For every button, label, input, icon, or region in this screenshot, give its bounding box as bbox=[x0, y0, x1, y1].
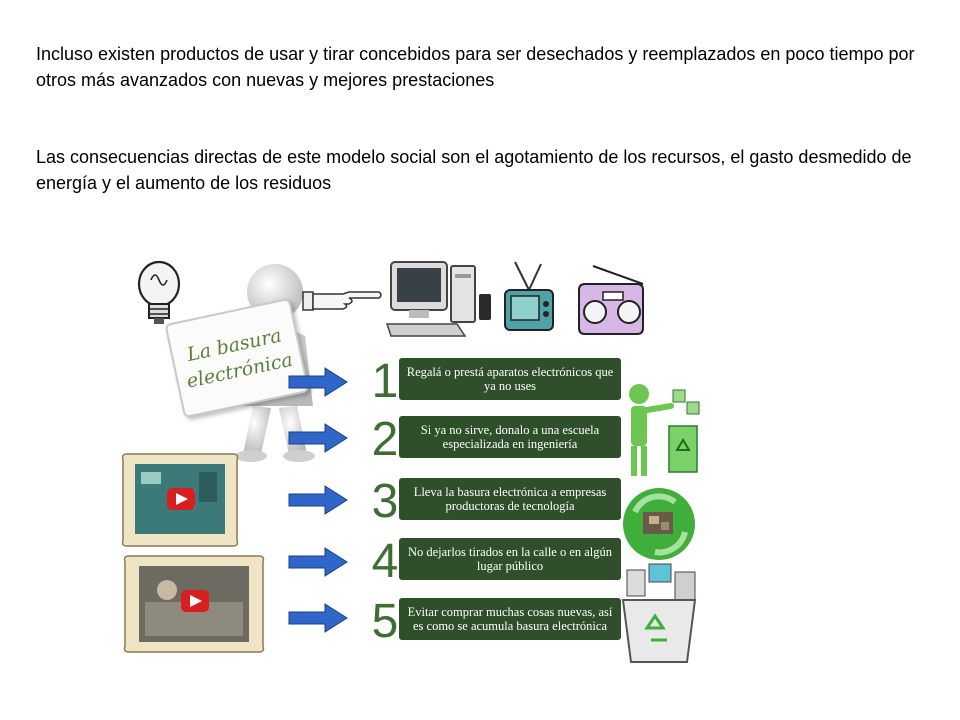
lightbulb-icon bbox=[137, 260, 181, 324]
recycling-person-icon bbox=[629, 384, 700, 476]
step-text-2: Si ya no sirve, donalo a una escuela esp… bbox=[399, 416, 621, 458]
recycle-globe-icon bbox=[623, 488, 695, 560]
step-number-1: 1 bbox=[371, 355, 399, 408]
arrow-icon-1 bbox=[288, 367, 348, 397]
arrow-icon-2 bbox=[288, 423, 348, 453]
paragraph-2: Las consecuencias directas de este model… bbox=[36, 147, 912, 193]
arrow-icon-4 bbox=[288, 547, 348, 577]
step-number-4: 4 bbox=[371, 535, 399, 588]
step-number-5: 5 bbox=[371, 595, 399, 648]
recycle-bin-icon bbox=[621, 563, 697, 663]
tv-icon bbox=[504, 261, 554, 331]
pointing-hand-icon bbox=[302, 291, 382, 311]
step-text-5: Evitar comprar muchas cosas nuevas, así … bbox=[399, 598, 621, 640]
infographic-e-waste: La basura electrónica bbox=[115, 250, 703, 668]
video-thumbnail-2[interactable] bbox=[121, 552, 267, 656]
step-number-3: 3 bbox=[371, 475, 399, 528]
step-text-1: Regalá o prestá aparatos electrónicos qu… bbox=[399, 358, 621, 400]
computer-icon bbox=[385, 261, 491, 337]
arrow-icon-3 bbox=[288, 485, 348, 515]
step-text-3: Lleva la basura electrónica a empresas p… bbox=[399, 478, 621, 520]
arrow-icon-5 bbox=[288, 603, 348, 633]
step-number-2: 2 bbox=[371, 413, 399, 466]
video-thumbnail-1[interactable] bbox=[119, 450, 241, 550]
step-text-4: No dejarlos tirados en la calle o en alg… bbox=[399, 538, 621, 580]
radio-icon bbox=[578, 265, 644, 335]
paragraph-1: Incluso existen productos de usar y tira… bbox=[36, 44, 915, 90]
